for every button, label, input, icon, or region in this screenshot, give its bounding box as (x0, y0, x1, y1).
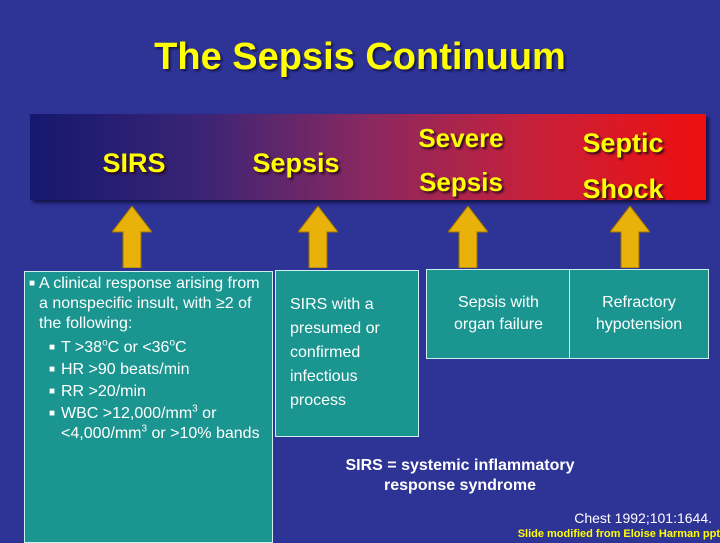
criterion-respiratory-rate: RR >20/min (61, 383, 146, 400)
superscript-3: 3 (192, 403, 198, 415)
superscript-3: 3 (141, 423, 148, 435)
list-item: ■ WBC >12,000/mm3 or <4,000/mm3 or >10% … (49, 404, 268, 444)
up-arrow-icon (610, 206, 650, 268)
severe-sepsis-definition-box: Sepsis with organ failure (426, 269, 571, 359)
criterion-temperature-part1: T >38 (61, 339, 103, 356)
stage-sirs-label: SIRS (102, 148, 166, 178)
criterion-wbc-part2: or <4,000/mm (61, 405, 217, 442)
continuum-gradient-bar (30, 114, 706, 200)
septic-shock-definition-box: Refractory hypotension (569, 269, 709, 359)
stage-septic-shock-label: Septic Shock (560, 120, 686, 212)
septic-shock-definition-line2: hypotension (595, 316, 683, 333)
criterion-heart-rate: HR >90 beats/min (61, 361, 190, 378)
up-arrow-icon (112, 206, 152, 268)
stage-septic-shock-line2: Shock (582, 174, 664, 204)
bullet-square-icon: ■ (49, 342, 56, 353)
acronym-footnote: SIRS = systemic inflammatory response sy… (290, 456, 630, 496)
list-item: ■ T >38oC or <36oC (49, 338, 268, 358)
bullet-square-icon: ■ (49, 364, 56, 375)
degree-mark: o (169, 337, 176, 349)
up-arrow-icon (298, 206, 338, 268)
acronym-line2: response syndrome (383, 477, 537, 494)
sirs-criteria-list: ■ T >38oC or <36oC ■ HR >90 beats/min ■ … (49, 338, 268, 444)
stage-severe-sepsis-label: Severe Sepsis (386, 116, 536, 204)
stage-septic-shock-line1: Septic (582, 128, 664, 158)
sirs-definition-box: ■ A clinical response arising from a non… (24, 271, 273, 543)
criterion-wbc-part3: or >10% bands (147, 425, 260, 442)
sirs-definition-lead: A clinical response arising from a nonsp… (39, 275, 260, 332)
degree-mark: o (102, 337, 108, 349)
criterion-temperature-part2: C or <36 (107, 339, 170, 356)
criterion-wbc-part1: WBC >12,000/mm (61, 405, 193, 422)
slide-title: The Sepsis Continuum (154, 36, 566, 78)
criterion-temperature-part3: C (175, 339, 187, 356)
stage-severe-sepsis-line1: Severe (418, 123, 504, 153)
up-arrow-icon (448, 206, 488, 268)
bullet-square-icon: ■ (49, 408, 56, 419)
stage-sepsis-label: Sepsis (252, 148, 340, 178)
list-item: ■ RR >20/min (49, 382, 268, 402)
acronym-line1: SIRS = systemic inflammatory (345, 457, 575, 474)
septic-shock-definition-line1: Refractory (602, 294, 676, 311)
sepsis-definition-box: SIRS with a presumed or confirmed infect… (275, 270, 419, 437)
stage-severe-sepsis-line2: Sepsis (419, 167, 503, 197)
bullet-square-icon: ■ (49, 386, 56, 397)
slide-credit: Slide modified from Eloise Harman ppt (517, 528, 720, 540)
list-item: ■ HR >90 beats/min (49, 360, 268, 380)
severe-sepsis-definition-line2: organ failure (454, 316, 543, 333)
severe-sepsis-definition-line1: Sepsis with (458, 294, 539, 311)
citation: Chest 1992;101:1644. (574, 510, 712, 526)
bullet-square-icon: ■ (29, 278, 36, 289)
